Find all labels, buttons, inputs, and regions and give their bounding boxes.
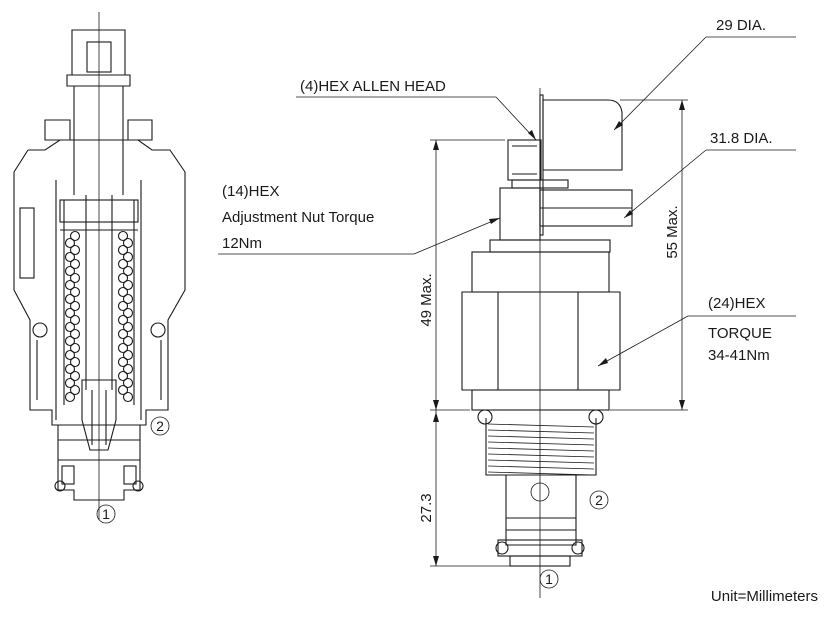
label-hex-allen-head: (4)HEX ALLEN HEAD <box>300 78 446 95</box>
port-2-label-left: 2 <box>156 418 164 434</box>
label-hex14-line2: Adjustment Nut Torque <box>222 209 374 226</box>
spring-coil <box>69 384 81 396</box>
spring-coil <box>122 363 134 375</box>
spring-coil <box>122 377 134 389</box>
spring-coil <box>69 272 81 284</box>
spring-coil <box>64 363 76 375</box>
label-hex24-line1: (24)HEX <box>708 295 766 312</box>
spring-coil <box>117 356 129 368</box>
spring-coil <box>64 265 76 277</box>
spring-coil <box>64 391 76 403</box>
spring-coil <box>117 370 129 382</box>
thread-line <box>487 423 595 428</box>
spring-coil <box>122 335 134 347</box>
dim-49-max: 49 Max. <box>418 273 435 326</box>
thread-line <box>487 441 595 446</box>
dim-27-3: 27.3 <box>418 493 435 522</box>
spring-coil <box>69 370 81 382</box>
spring-coil <box>117 258 129 270</box>
dim-55-max: 55 Max. <box>664 205 681 258</box>
spring-coil <box>69 342 81 354</box>
spring-coil <box>122 251 134 263</box>
spring-coil <box>122 279 134 291</box>
unit-note: Unit=Millimeters <box>711 588 818 605</box>
thread-line <box>487 447 595 452</box>
label-hex14-line1: (14)HEX <box>222 183 280 200</box>
spring-coil <box>69 286 81 298</box>
thread-line <box>487 471 595 476</box>
spring-coil <box>69 356 81 368</box>
spring-coil <box>69 328 81 340</box>
label-hex24-line3: 34-41Nm <box>708 347 770 364</box>
spring-coil <box>64 335 76 347</box>
spring-coil <box>117 384 129 396</box>
spring-coil <box>122 293 134 305</box>
spring-coil <box>69 314 81 326</box>
spring-coil <box>64 321 76 333</box>
spring-coil <box>122 265 134 277</box>
spring-coil <box>122 349 134 361</box>
spring-coil <box>117 314 129 326</box>
label-31-8-dia: 31.8 DIA. <box>710 130 773 147</box>
thread-line <box>487 435 595 440</box>
thread-line <box>487 429 595 434</box>
spring-coil <box>122 237 134 249</box>
spring-coil <box>64 307 76 319</box>
spring-coil <box>117 230 129 242</box>
port-1-label-right: 1 <box>545 571 553 587</box>
spring-coil <box>64 349 76 361</box>
port-1-label-left: 1 <box>102 506 110 522</box>
port-2-label-right: 2 <box>595 492 603 508</box>
external-view: 2 1 49 Max. 27.3 55 Max. <box>218 17 818 605</box>
spring-coil <box>64 293 76 305</box>
section-view: 2 1 <box>13 12 186 524</box>
spring-coil <box>122 321 134 333</box>
spring-coil <box>122 307 134 319</box>
label-29-dia: 29 DIA. <box>716 17 766 34</box>
spring-coil <box>64 279 76 291</box>
thread-line <box>487 465 595 470</box>
thread-line <box>487 453 595 458</box>
spring-coil <box>69 244 81 256</box>
label-hex24-line2: TORQUE <box>708 325 772 342</box>
spring-coils <box>64 230 134 403</box>
thread-line <box>487 459 595 464</box>
spring-coil <box>69 300 81 312</box>
spring-coil <box>64 237 76 249</box>
spring-coil <box>117 328 129 340</box>
spring-coil <box>117 342 129 354</box>
spring-coil <box>117 244 129 256</box>
spring-coil <box>69 258 81 270</box>
spring-coil <box>117 272 129 284</box>
spring-coil <box>122 391 134 403</box>
spring-coil <box>69 230 81 242</box>
spring-coil <box>117 300 129 312</box>
label-hex14-line3: 12Nm <box>222 235 262 252</box>
spring-coil <box>117 286 129 298</box>
spring-coil <box>64 251 76 263</box>
thread-lines <box>487 423 595 476</box>
spring-coil <box>64 377 76 389</box>
